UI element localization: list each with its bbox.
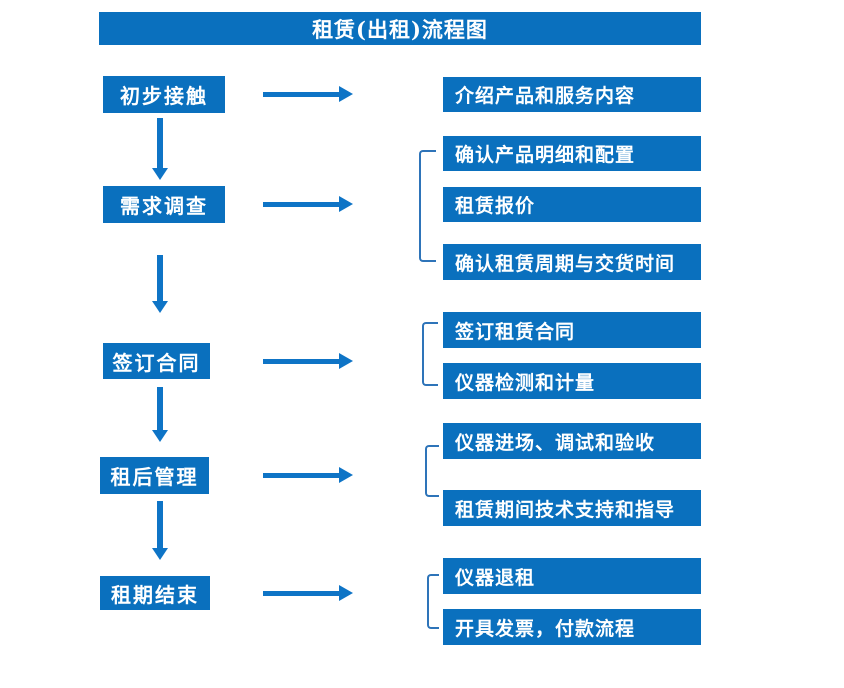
step-box-rental-end: 租期结束 [100, 576, 210, 610]
down-arrow-icon [152, 255, 168, 313]
step-box-initial-contact: 初步接触 [103, 76, 225, 113]
down-arrow-icon [152, 387, 168, 442]
right-arrow-icon [263, 353, 353, 369]
detail-box-confirm-product-details: 确认产品明细和配置 [443, 136, 701, 171]
flowchart-title-bar: 租赁(出租)流程图 [99, 12, 701, 45]
step-box-sign-contract: 签订合同 [103, 343, 210, 379]
step-box-post-rental-management: 租后管理 [100, 457, 209, 494]
step-box-demand-survey: 需求调查 [103, 186, 225, 223]
detail-box-sign-rental-contract: 签订租赁合同 [443, 312, 701, 348]
detail-box-instrument-setup: 仪器进场、调试和验收 [443, 423, 701, 459]
group-bracket-post-rental [425, 445, 439, 497]
right-arrow-icon [263, 86, 353, 102]
right-arrow-icon [263, 196, 353, 212]
detail-box-rental-quote: 租赁报价 [443, 187, 701, 222]
detail-box-confirm-rental-period: 确认租赁周期与交货时间 [443, 244, 701, 280]
detail-box-technical-support: 租赁期间技术支持和指导 [443, 490, 701, 526]
detail-box-introduce-products: 介绍产品和服务内容 [443, 77, 701, 112]
group-bracket-demand-survey [419, 150, 436, 262]
detail-box-invoice-payment: 开具发票，付款流程 [443, 609, 701, 645]
down-arrow-icon [152, 501, 168, 560]
group-bracket-rental-end [427, 574, 439, 629]
flowchart-title: 租赁(出租)流程图 [312, 16, 488, 42]
right-arrow-icon [263, 585, 353, 601]
detail-box-instrument-inspection: 仪器检测和计量 [443, 363, 701, 399]
right-arrow-icon [263, 467, 353, 483]
down-arrow-icon [152, 118, 168, 180]
group-bracket-sign-contract [422, 322, 438, 386]
detail-box-instrument-return: 仪器退租 [443, 558, 701, 594]
